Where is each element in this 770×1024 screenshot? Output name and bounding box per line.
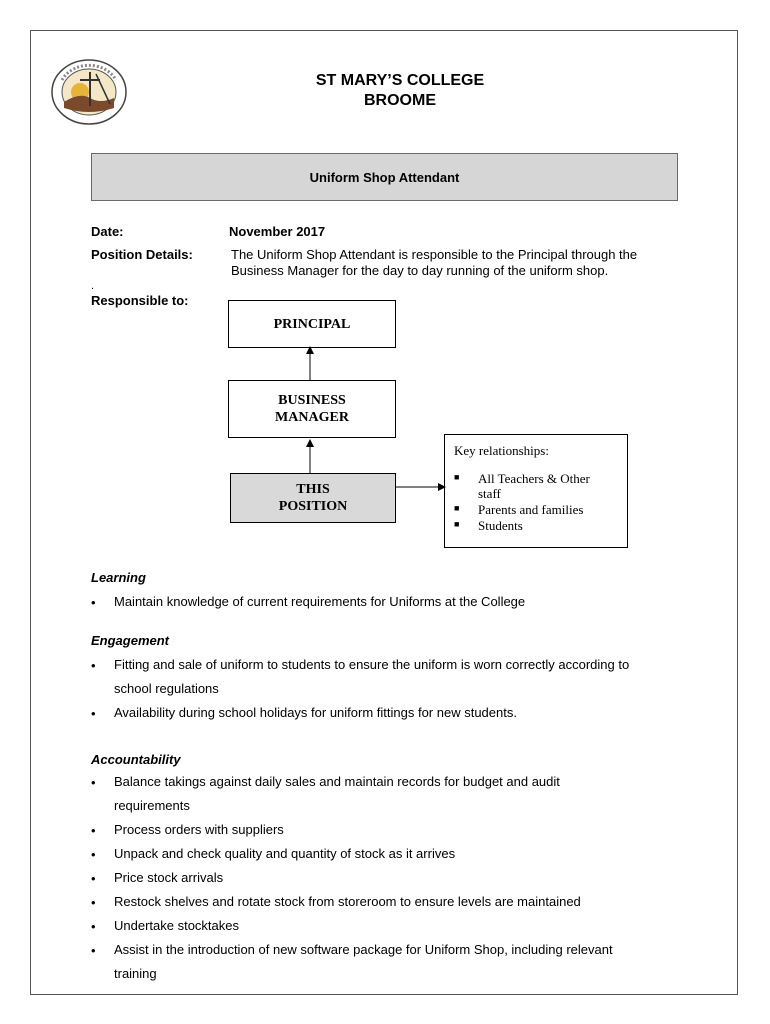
- bullet-dot: •: [91, 775, 96, 790]
- org-box-principal: PRINCIPAL: [228, 300, 396, 348]
- accountability-item-5: Restock shelves and rotate stock from st…: [114, 894, 581, 909]
- position-title-banner: Uniform Shop Attendant: [91, 153, 678, 201]
- key-item-1-line2: staff: [478, 486, 501, 501]
- date-value: November 2017: [229, 224, 326, 239]
- stray-dot: .: [91, 280, 95, 292]
- section-accountability-heading: Accountability: [91, 752, 181, 767]
- bullet-dot: •: [91, 919, 96, 934]
- key-bullet-1: ■: [454, 472, 460, 482]
- org-business-manager-line2: MANAGER: [275, 410, 349, 425]
- key-item-3: Students: [478, 518, 523, 533]
- org-box-this-position: THIS POSITION: [230, 473, 396, 523]
- learning-item-1: Maintain knowledge of current requiremen…: [114, 594, 526, 609]
- bullet-dot: •: [91, 823, 96, 838]
- engagement-item-2: Availability during school holidays for …: [114, 705, 517, 720]
- bullet-dot: •: [91, 871, 96, 886]
- engagement-item-1-line2: school regulations: [114, 681, 219, 696]
- date-label: Date:: [91, 224, 124, 239]
- accountability-item-1-line1: Balance takings against daily sales and …: [114, 774, 560, 789]
- bullet-dot: •: [91, 943, 96, 958]
- position-details-line2: Business Manager for the day to day runn…: [231, 263, 609, 278]
- key-relationships-title: Key relationships:: [454, 443, 549, 458]
- position-details-line1: The Uniform Shop Attendant is responsibl…: [231, 247, 638, 262]
- key-bullet-2: ■: [454, 503, 460, 513]
- key-bullet-3: ■: [454, 519, 460, 529]
- position-details-label: Position Details:: [91, 247, 193, 262]
- section-learning-heading: Learning: [91, 570, 146, 585]
- college-name: ST MARY’S COLLEGE: [315, 72, 485, 89]
- accountability-item-7-line1: Assist in the introduction of new softwa…: [114, 942, 613, 957]
- org-this-position-line1: THIS: [296, 482, 330, 497]
- accountability-item-6: Undertake stocktakes: [114, 918, 240, 933]
- section-engagement-heading: Engagement: [91, 633, 170, 648]
- page-frame: [30, 30, 738, 995]
- position-title: Uniform Shop Attendant: [309, 169, 460, 185]
- accountability-item-7: Assist in the introduction of new softwa…: [114, 938, 689, 986]
- org-principal-text: PRINCIPAL: [273, 316, 351, 332]
- college-crest-icon: [50, 58, 128, 126]
- responsible-to-label: Responsible to:: [91, 293, 189, 308]
- key-item-1-line1: All Teachers & Other: [478, 471, 590, 486]
- bullet-dot: •: [91, 658, 96, 673]
- accountability-item-4: Price stock arrivals: [114, 870, 224, 885]
- college-location: BROOME: [364, 92, 436, 109]
- accountability-item-3: Unpack and check quality and quantity of…: [114, 846, 456, 861]
- bullet-dot: •: [91, 595, 96, 610]
- key-relationships-box: Key relationships: ■ All Teachers & Othe…: [444, 434, 628, 548]
- bullet-dot: •: [91, 847, 96, 862]
- accountability-item-2: Process orders with suppliers: [114, 822, 284, 837]
- accountability-item-1-line2: requirements: [114, 798, 190, 813]
- key-item-2: Parents and families: [478, 502, 584, 517]
- engagement-item-1-line1: Fitting and sale of uniform to students …: [114, 657, 630, 672]
- accountability-item-7-line2: training: [114, 966, 157, 981]
- bullet-dot: •: [91, 706, 96, 721]
- org-box-business-manager: BUSINESS MANAGER: [228, 380, 396, 438]
- engagement-item-1: Fitting and sale of uniform to students …: [114, 653, 689, 701]
- bullet-dot: •: [91, 895, 96, 910]
- org-this-position-line2: POSITION: [278, 499, 348, 514]
- accountability-item-1: Balance takings against daily sales and …: [114, 770, 689, 818]
- org-business-manager-line1: BUSINESS: [278, 393, 346, 408]
